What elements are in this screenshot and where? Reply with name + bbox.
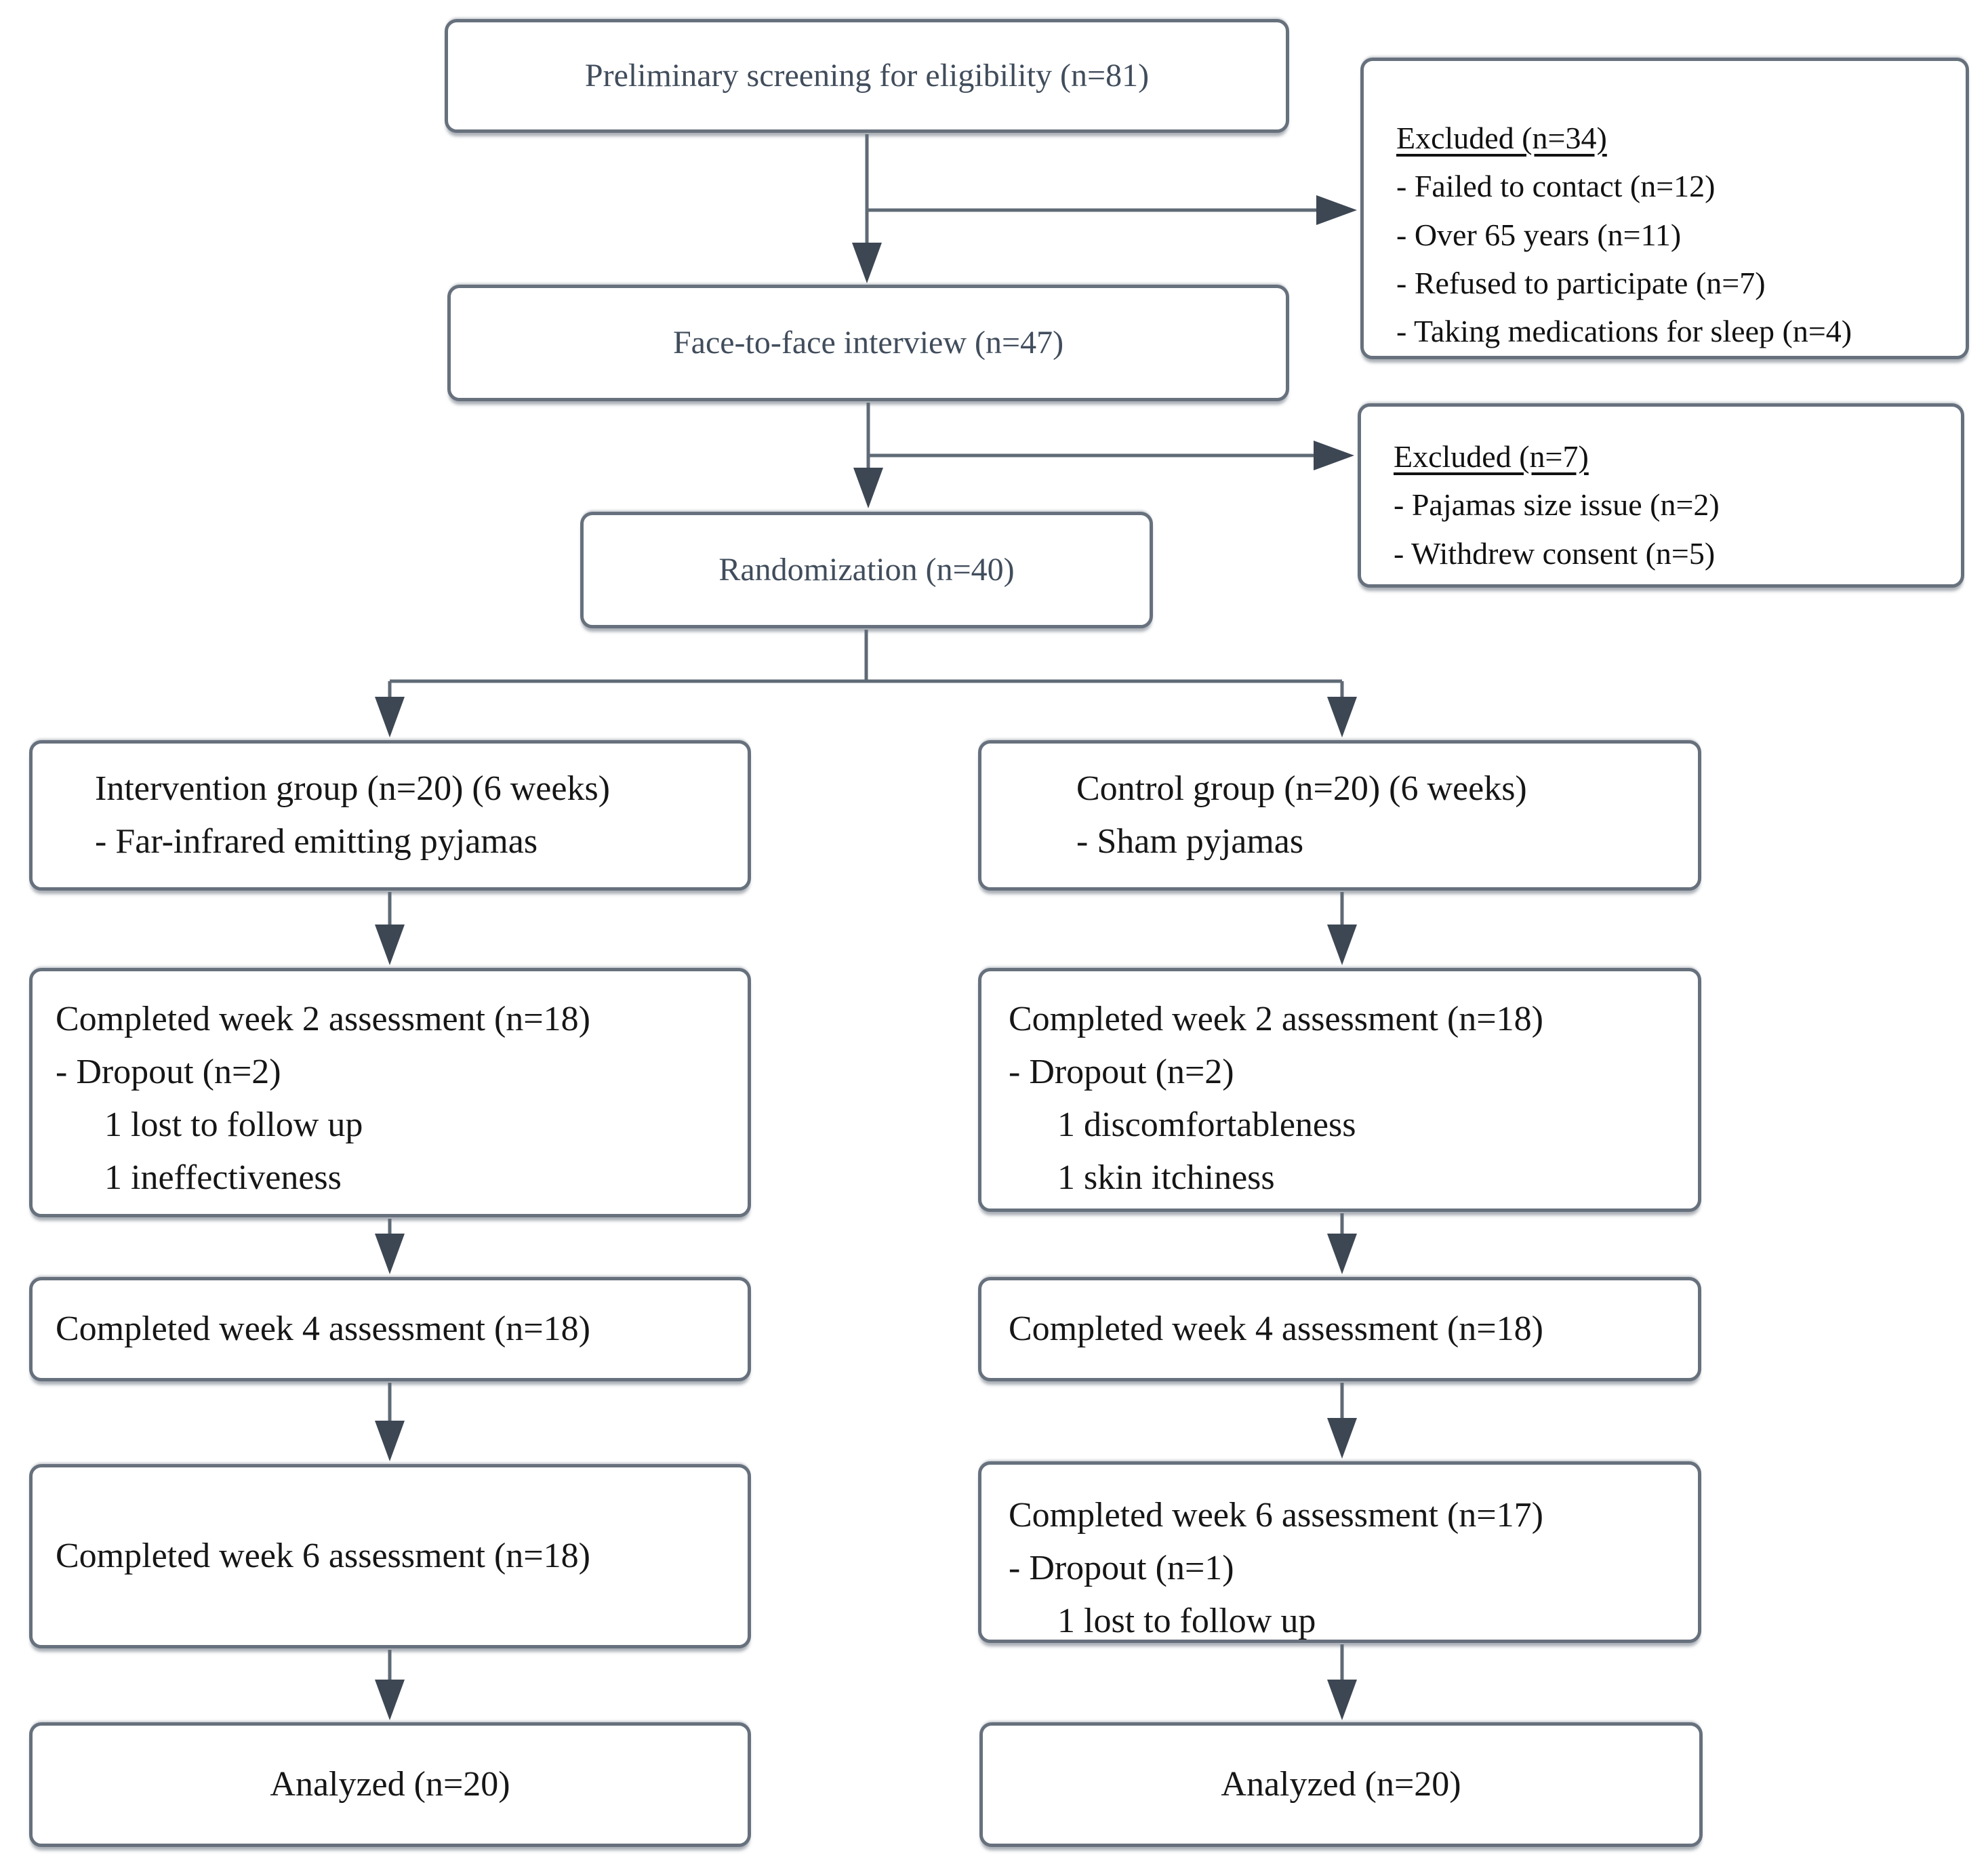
- arrowhead-control-week6: [1327, 1418, 1357, 1459]
- intervention-group-item: - Far-infrared emitting pyjamas: [95, 822, 538, 861]
- excluded-interview-item: - Pajamas size issue (n=2): [1394, 487, 1720, 523]
- arrowhead-control-week4: [1327, 1234, 1357, 1274]
- control-group-title: Control group (n=20) (6 weeks): [1076, 769, 1527, 808]
- intervention-week2-title: Completed week 2 assessment (n=18): [56, 1000, 590, 1038]
- arrowhead-interview-randomization: [853, 468, 883, 508]
- control-week2-subitem: 1 discomfortableness: [1057, 1105, 1356, 1144]
- control-week2-subitem: 1 skin itchiness: [1057, 1158, 1275, 1197]
- arrowhead-control-week2: [1327, 925, 1357, 965]
- excluded-interview-title: Excluded (n=7): [1394, 439, 1589, 474]
- intervention-week2-subitem: 1 ineffectiveness: [104, 1158, 342, 1197]
- box-randomization: Randomization (n=40): [580, 512, 1153, 628]
- intervention-week2-item: - Dropout (n=2): [56, 1053, 281, 1091]
- excluded-screening-item: - Taking medications for sleep (n=4): [1396, 314, 1852, 349]
- intervention-week2-subitem: 1 lost to follow up: [104, 1105, 363, 1144]
- control-group-item: - Sham pyjamas: [1076, 822, 1304, 861]
- arrowhead-intervention-analyzed: [375, 1680, 405, 1720]
- arrowhead-interview-excluded: [1314, 441, 1354, 470]
- excluded-screening-item: - Failed to contact (n=12): [1396, 169, 1716, 204]
- box-screening: Preliminary screening for eligibility (n…: [445, 19, 1289, 133]
- control-week2-item: - Dropout (n=2): [1009, 1053, 1234, 1091]
- intervention-group-title: Intervention group (n=20) (6 weeks): [95, 769, 610, 808]
- box-control-group: Control group (n=20) (6 weeks) - Sham py…: [978, 740, 1701, 891]
- box-control-week2: Completed week 2 assessment (n=18) - Dro…: [978, 968, 1701, 1212]
- control-week6-subitem: 1 lost to follow up: [1057, 1602, 1316, 1640]
- arrowhead-intervention-week2: [375, 925, 405, 965]
- arrowhead-control-analyzed: [1327, 1680, 1357, 1720]
- interview-label: Face-to-face interview (n=47): [672, 325, 1064, 361]
- intervention-week4-label: Completed week 4 assessment (n=18): [56, 1309, 590, 1348]
- excluded-interview-item: - Withdrew consent (n=5): [1394, 535, 1716, 571]
- arrowhead-screening-interview: [852, 243, 882, 283]
- excluded-screening-title: Excluded (n=34): [1396, 121, 1607, 155]
- intervention-analyzed-label: Analyzed (n=20): [270, 1765, 510, 1804]
- screening-label: Preliminary screening for eligibility (n…: [584, 58, 1150, 94]
- intervention-week6-label: Completed week 6 assessment (n=18): [56, 1537, 590, 1575]
- box-control-analyzed: Analyzed (n=20): [979, 1722, 1703, 1847]
- box-control-week6: Completed week 6 assessment (n=17) - Dro…: [978, 1461, 1701, 1643]
- excluded-screening-item: - Refused to participate (n=7): [1396, 265, 1766, 300]
- arrowhead-screening-excluded: [1316, 195, 1357, 225]
- box-interview: Face-to-face interview (n=47): [447, 285, 1289, 401]
- arrowhead-split-left: [375, 697, 405, 737]
- control-week6-title: Completed week 6 assessment (n=17): [1009, 1496, 1543, 1535]
- arrowhead-intervention-week4: [375, 1234, 405, 1274]
- control-week4-label: Completed week 4 assessment (n=18): [1009, 1309, 1543, 1348]
- box-intervention-week4: Completed week 4 assessment (n=18): [29, 1277, 751, 1381]
- box-intervention-group: Intervention group (n=20) (6 weeks) - Fa…: [29, 740, 751, 891]
- box-intervention-week6: Completed week 6 assessment (n=18): [29, 1464, 751, 1648]
- arrowhead-split-right: [1327, 697, 1357, 737]
- box-excluded-screening: Excluded (n=34) - Failed to contact (n=1…: [1360, 58, 1969, 359]
- control-week6-item: - Dropout (n=1): [1009, 1549, 1234, 1587]
- box-intervention-analyzed: Analyzed (n=20): [29, 1722, 751, 1847]
- excluded-screening-item: - Over 65 years (n=11): [1396, 217, 1682, 252]
- control-week2-title: Completed week 2 assessment (n=18): [1009, 1000, 1543, 1038]
- randomization-label: Randomization (n=40): [718, 552, 1015, 588]
- box-excluded-interview: Excluded (n=7) - Pajamas size issue (n=2…: [1358, 403, 1964, 588]
- box-control-week4: Completed week 4 assessment (n=18): [978, 1277, 1701, 1381]
- box-intervention-week2: Completed week 2 assessment (n=18) - Dro…: [29, 968, 751, 1217]
- arrowhead-intervention-week6: [375, 1421, 405, 1461]
- control-analyzed-label: Analyzed (n=20): [1221, 1765, 1461, 1804]
